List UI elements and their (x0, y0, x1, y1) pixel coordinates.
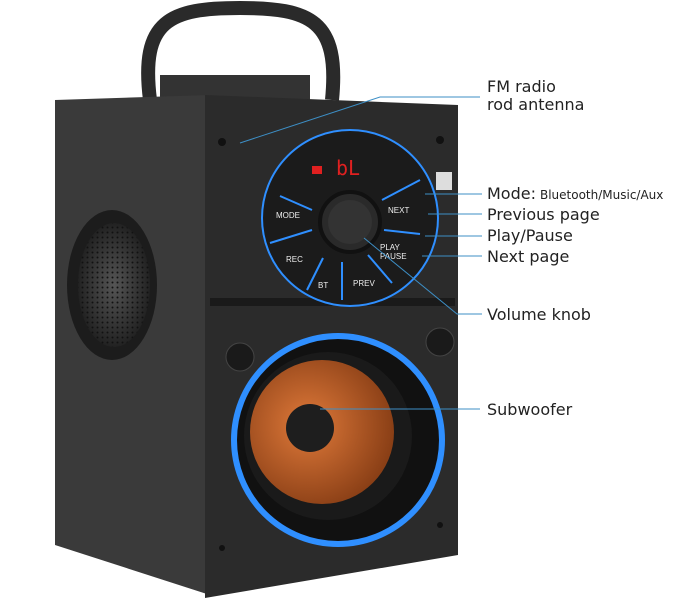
mode-label: Mode: Bluetooth/Music/Aux (487, 184, 663, 203)
play-button[interactable]: PLAY (380, 243, 401, 252)
battery-icon (312, 166, 322, 174)
previous-page-label: Previous page (487, 205, 600, 224)
bt-button[interactable]: BT (318, 281, 328, 290)
side-passive-radiator (67, 210, 157, 360)
subwoofer-label: Subwoofer (487, 400, 573, 419)
prev-button[interactable]: PREV (353, 279, 375, 288)
rec-button[interactable]: REC (286, 255, 303, 264)
led-display: bL (336, 156, 360, 180)
mode-label-options: Bluetooth/Music/Aux (540, 188, 663, 202)
antenna-label-line1: FM radio (487, 77, 556, 96)
mode-button[interactable]: MODE (276, 211, 300, 220)
pause-button[interactable]: PAUSE (380, 252, 407, 261)
volume-knob-label: Volume knob (487, 305, 591, 324)
control-panel: bL MODE REC BT PREV NEXT PLAY PAUSE (261, 129, 439, 307)
play-pause-label: Play/Pause (487, 226, 573, 245)
subwoofer (231, 333, 445, 547)
carry-handle (141, 0, 341, 103)
antenna-label-line2: rod antenna (487, 95, 584, 114)
aux-port (436, 172, 452, 190)
mode-label-prefix: Mode: (487, 184, 536, 203)
leader-lines (239, 96, 482, 410)
next-button[interactable]: NEXT (388, 206, 409, 215)
next-page-label: Next page (487, 247, 569, 266)
